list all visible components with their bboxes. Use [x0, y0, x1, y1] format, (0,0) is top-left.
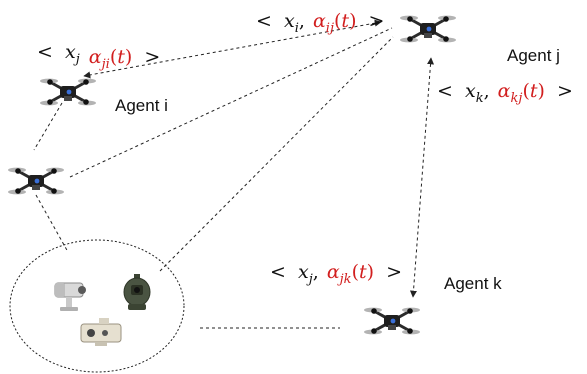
message-xk-alpha-kj: < xk, αkj(t) >: [437, 80, 573, 106]
message-separator: ,: [313, 261, 319, 283]
message-separator: ,: [299, 10, 305, 32]
message-xi-alpha-ij: < xi, αij(t) >: [256, 10, 384, 36]
message-separator: ,: [484, 80, 490, 102]
message-xj-alpha-jk: < xj, αjk(t) >: [270, 261, 402, 287]
message-open-bracket: <: [437, 80, 453, 102]
arrow-agent-j-to-agent-i: [83, 19, 382, 79]
message-arg: t: [530, 80, 538, 102]
link-agent-i-to-relay-drone: [33, 102, 63, 151]
message-lparen: (: [334, 10, 341, 32]
message-alpha-subscript: ji: [99, 57, 110, 72]
message-alpha-subscript: ij: [326, 21, 334, 36]
message-rparen: ): [349, 10, 356, 32]
link-camera-cluster-to-agent-j: [159, 36, 394, 272]
arrow-agent-j-to-agent-k: [409, 57, 435, 298]
message-arg: t: [341, 10, 349, 32]
message-x-subscript: i: [295, 21, 299, 36]
message-lparen: (: [110, 46, 117, 68]
message-close-bracket: >: [557, 80, 573, 102]
relay-drone-icon[interactable]: [6, 166, 66, 196]
message-open-bracket: <: [256, 10, 272, 32]
message-alpha-symbol: α: [327, 261, 340, 283]
message-close-bracket: >: [144, 46, 160, 68]
message-arg: t: [359, 261, 367, 283]
message-rparen: ): [125, 46, 132, 68]
gimbal-camera-icon: [123, 274, 151, 310]
message-x-subscript: j: [73, 52, 80, 67]
message-lparen: (: [522, 80, 529, 102]
message-alpha-symbol: α: [498, 80, 511, 102]
message-alpha-symbol: α: [89, 46, 102, 68]
message-lparen: (: [352, 261, 359, 283]
message-rparen: ): [367, 261, 374, 283]
message-rparen: ): [538, 80, 545, 102]
message-x-subscript: k: [476, 91, 484, 106]
message-x-subscript: j: [306, 272, 313, 287]
message-x-symbol: x: [284, 10, 295, 32]
agent-i-label: Agent i: [115, 96, 168, 115]
message-open-bracket: <: [270, 261, 286, 283]
camera-cluster-ellipse: [9, 239, 185, 373]
link-relay-drone-to-camera-cluster: [35, 194, 69, 253]
box-camera-icon: [80, 318, 122, 346]
message-alpha-subscript: kj: [511, 91, 523, 106]
message-x-symbol: x: [65, 41, 76, 63]
message-xj-alpha-ji: < xj αji(t) >: [37, 41, 160, 72]
message-x-symbol: x: [298, 261, 309, 283]
message-x-symbol: x: [465, 80, 476, 102]
agent-j-label: Agent j: [507, 46, 560, 65]
message-arg: t: [117, 46, 125, 68]
agent-j-drone-icon[interactable]: [398, 14, 458, 44]
message-close-bracket: >: [386, 261, 402, 283]
ptz-camera-icon: [54, 282, 86, 311]
message-close-bracket: >: [369, 10, 385, 32]
agent-i-drone-icon[interactable]: [38, 77, 98, 107]
message-alpha-symbol: α: [313, 10, 326, 32]
agent-k-drone-icon[interactable]: [362, 306, 422, 336]
agent-k-label: Agent k: [444, 274, 502, 293]
message-alpha-subscript: jk: [337, 272, 352, 287]
message-open-bracket: <: [37, 41, 53, 63]
